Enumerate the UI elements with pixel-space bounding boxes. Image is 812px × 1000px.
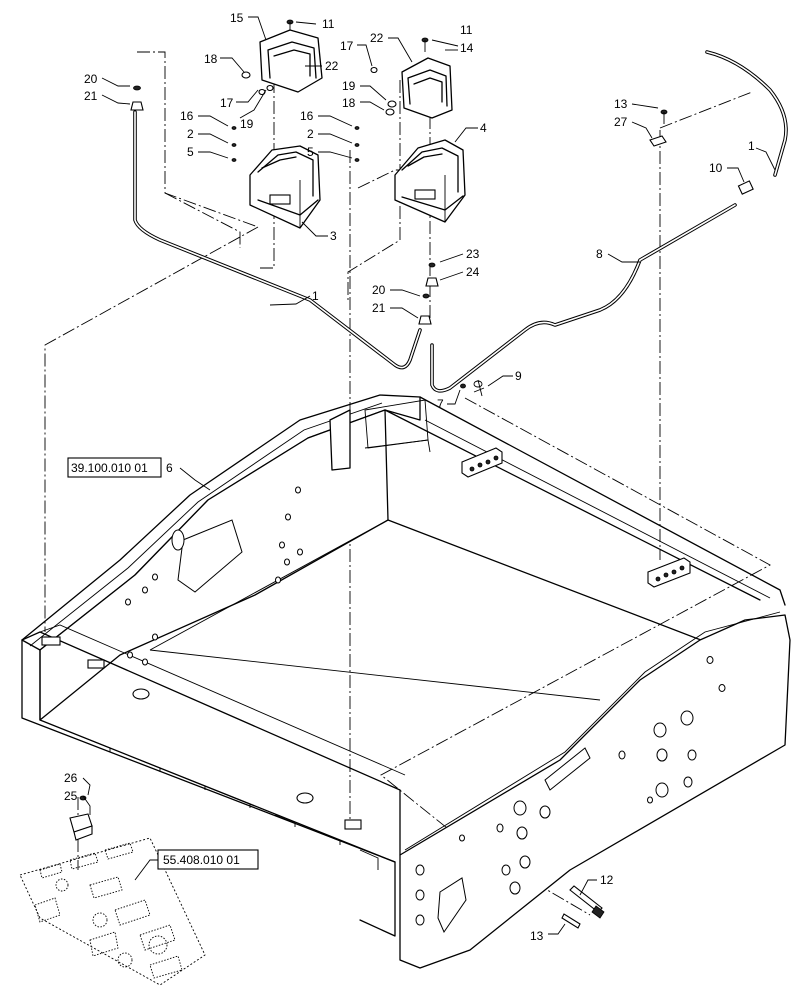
callout-5: 5: [187, 145, 194, 159]
callout-8: 8: [596, 247, 603, 261]
harness-left: [133, 110, 422, 370]
callout-1: 1: [748, 139, 755, 153]
callout-12: 12: [600, 873, 614, 887]
callout-13: 13: [614, 97, 628, 111]
callout-6: 6: [166, 461, 173, 475]
callout-17: 17: [340, 39, 354, 53]
callout-14: 14: [460, 41, 474, 55]
callout-23: 23: [466, 247, 480, 261]
callout-22: 22: [325, 59, 339, 73]
frame-reference-label: 39.100.010 01: [71, 461, 148, 475]
callout-18: 18: [342, 96, 356, 110]
callout-9: 9: [515, 369, 522, 383]
switch-panel: [19, 837, 206, 986]
callout-19: 19: [342, 79, 356, 93]
callout-3: 3: [330, 229, 337, 243]
callout-7: 7: [437, 397, 444, 411]
callout-24: 24: [466, 265, 480, 279]
terminal-block-upper: [461, 447, 503, 478]
rail-teeth: [89, 739, 379, 870]
callout-25: 25: [64, 789, 78, 803]
callout-13: 13: [530, 929, 544, 943]
callout-19: 19: [240, 117, 254, 131]
frame-reference[interactable]: 39.100.010 01: [67, 457, 162, 478]
callout-16: 16: [180, 109, 194, 123]
callout-5: 5: [307, 145, 314, 159]
callout-20: 20: [372, 283, 386, 297]
switch-reference[interactable]: 55.408.010 01: [157, 849, 259, 870]
callout-21: 21: [372, 301, 386, 315]
callout-20: 20: [84, 72, 98, 86]
frame-weldment: [21, 394, 791, 969]
callout-27: 27: [614, 115, 628, 129]
callout-11: 11: [322, 17, 335, 31]
terminal-block-lower: [647, 557, 691, 588]
callout-18: 18: [204, 52, 218, 66]
harness-right: [430, 50, 788, 393]
callout-1: 1: [312, 289, 319, 303]
callout-16: 16: [300, 109, 314, 123]
lamp-assembly-left: [249, 29, 323, 229]
callout-21: 21: [84, 89, 98, 103]
lamp-assembly-right: [394, 57, 466, 223]
callout-numbers: 15 11 22 18 17 19 17 22 11 14 19 18 20 2…: [64, 11, 755, 943]
callout-4: 4: [480, 121, 487, 135]
callout-26: 26: [64, 771, 78, 785]
hardware: [69, 19, 668, 929]
callout-10: 10: [709, 161, 723, 175]
callout-17: 17: [220, 96, 234, 110]
callout-2: 2: [187, 127, 194, 141]
switch-reference-label: 55.408.010 01: [163, 853, 240, 867]
callout-2: 2: [307, 127, 314, 141]
callout-11: 11: [460, 23, 473, 37]
leader-lines: [82, 16, 776, 935]
callout-22: 22: [370, 31, 384, 45]
callout-15: 15: [230, 11, 244, 25]
